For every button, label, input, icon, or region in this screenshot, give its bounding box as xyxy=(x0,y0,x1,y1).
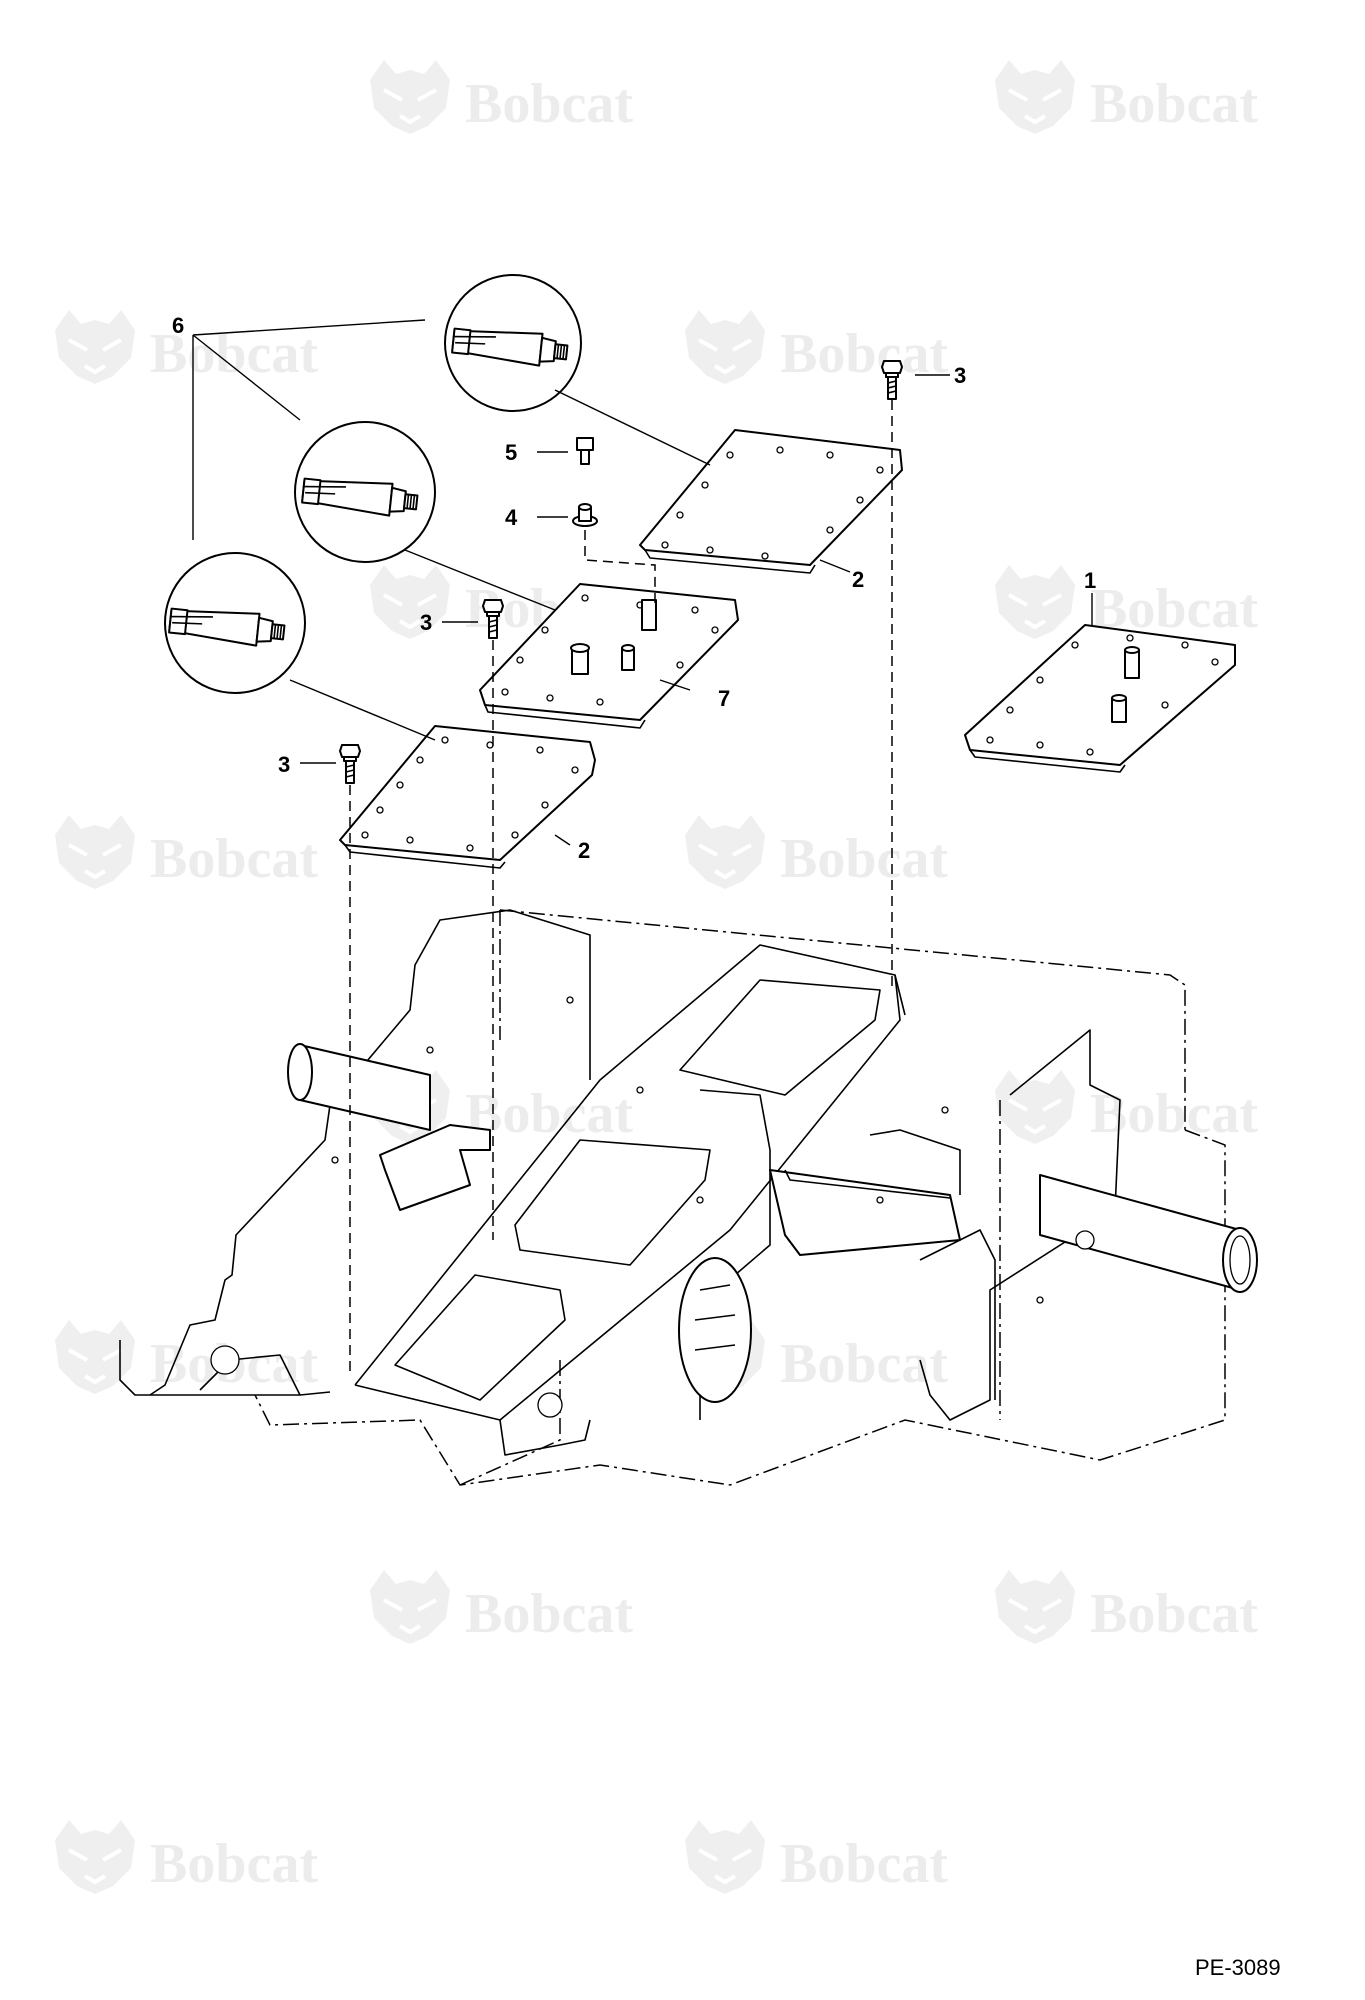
frame-opening-middle xyxy=(514,1139,711,1266)
watermark-text: Bobcat xyxy=(465,73,633,135)
callout-5: 5 xyxy=(505,440,517,465)
bobcat-logo-icon xyxy=(683,1818,767,1896)
watermark-text: Bobcat xyxy=(780,1833,948,1895)
frame-hole xyxy=(537,1392,563,1418)
cap-screw-icon xyxy=(339,744,361,784)
bobcat-logo-icon xyxy=(368,563,452,641)
watermark-text: Bobcat xyxy=(150,1833,318,1895)
callout-3-bottom: 3 xyxy=(278,752,290,777)
frame-hole xyxy=(1075,1230,1095,1250)
bobcat-logo-icon xyxy=(993,1068,1077,1146)
washer-icon xyxy=(572,503,598,527)
watermark-text: Bobcat xyxy=(1090,73,1258,135)
callout-1: 1 xyxy=(1084,568,1096,593)
callout-6: 6 xyxy=(172,313,184,338)
callout-3-middle: 3 xyxy=(420,610,432,635)
bobcat-logo-icon xyxy=(993,563,1077,641)
frame-left-wall xyxy=(119,909,591,1396)
bobcat-logo-icon xyxy=(53,813,137,891)
watermark-text: Bobcat xyxy=(1090,1583,1258,1645)
leader-lines xyxy=(192,319,1093,846)
bobcat-logo-icon xyxy=(993,58,1077,136)
callout-2-lower: 2 xyxy=(578,838,590,863)
right-bracket-tray xyxy=(769,1169,961,1256)
watermark-layer: Bobcat Bobcat Bobcat Bobcat Bobcat Bobca… xyxy=(53,58,1258,1896)
bobcat-logo-icon xyxy=(53,1818,137,1896)
cover-plate-lower xyxy=(339,725,596,869)
frame-hole xyxy=(210,1345,240,1375)
figure-reference: PE-3089 xyxy=(1195,1955,1281,1980)
bobcat-logo-icon xyxy=(683,813,767,891)
cover-plate-assembly xyxy=(964,624,1236,773)
bobcat-logo-icon xyxy=(993,1568,1077,1646)
middle-plate-stud xyxy=(641,599,657,631)
cap-screw-icon xyxy=(576,437,594,465)
main-frame xyxy=(119,909,1258,1486)
frame-phantom-outline xyxy=(254,909,1226,1486)
right-axle-tube xyxy=(1039,1174,1241,1291)
watermark-text: Bobcat xyxy=(780,323,948,385)
cover-plate-middle xyxy=(479,583,739,729)
bobcat-logo-icon xyxy=(683,308,767,386)
bobcat-logo-icon xyxy=(53,308,137,386)
cover-plate-upper xyxy=(639,429,903,574)
bobcat-logo-icon xyxy=(368,1568,452,1646)
watermark-text: Bobcat xyxy=(780,1333,948,1395)
callout-4: 4 xyxy=(505,505,518,530)
watermark-text: Bobcat xyxy=(1090,1083,1258,1145)
watermark-text: Bobcat xyxy=(780,828,948,890)
assembly-line xyxy=(584,530,656,605)
sealant-callout-bottom xyxy=(164,552,306,694)
callout-3-top: 3 xyxy=(954,363,966,388)
watermark-text: Bobcat xyxy=(150,828,318,890)
sealant-callout-top xyxy=(444,274,582,412)
bobcat-logo-icon xyxy=(368,58,452,136)
left-axle-tube xyxy=(299,1044,431,1131)
left-bracket-tray xyxy=(379,1124,491,1211)
watermark-text: Bobcat xyxy=(150,323,318,385)
frame-center-cutout xyxy=(678,1257,752,1403)
frame-center-spine xyxy=(354,944,901,1421)
callout-7: 7 xyxy=(718,686,730,711)
callout-2-upper: 2 xyxy=(852,567,864,592)
frame-opening-rear xyxy=(679,979,881,1096)
watermark-text: Bobcat xyxy=(465,1583,633,1645)
sealant-callout-middle xyxy=(294,421,436,563)
frame-opening-front xyxy=(394,1274,566,1401)
left-axle-tube-end xyxy=(287,1043,313,1101)
